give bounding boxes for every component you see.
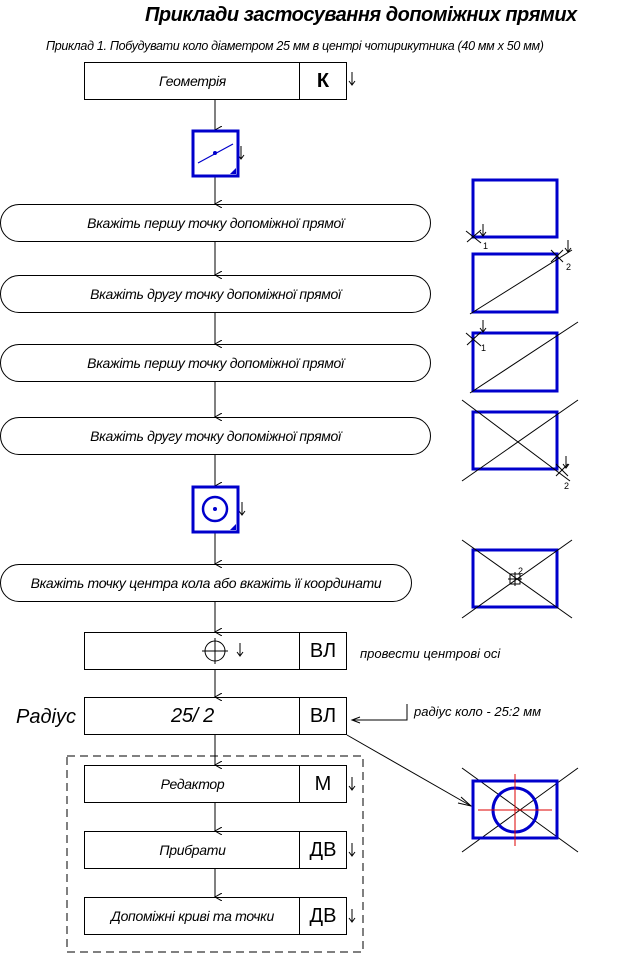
radius-side-label: Радіус: [16, 706, 76, 728]
sketch-step-5: 2: [461, 539, 573, 619]
circle-tool-icon: [191, 485, 240, 534]
prompt-first-point-1: Вкажіть першу точку допоміжної прямої: [0, 204, 431, 242]
svg-text:1: 1: [483, 241, 488, 251]
prompt-circle-center: Вкажіть точку центра кола або вкажіть її…: [0, 564, 412, 602]
radius-note: радіус коло - 25:2 мм: [414, 704, 542, 719]
prompt-first-point-2: Вкажіть першу точку допоміжної прямої: [0, 344, 431, 382]
aux-line-tool-icon: [191, 129, 240, 178]
sketch-step-2: 2: [469, 240, 573, 315]
down-arrow-icon: [236, 72, 356, 923]
aux-curves-key: ДВ: [299, 898, 346, 934]
editor-group-frame: [66, 755, 364, 953]
sketch-final: [461, 767, 579, 853]
radius-value[interactable]: 25/ 2: [171, 704, 214, 727]
aux-curves-label: Допоміжні криві та точки: [111, 908, 274, 924]
remove-step[interactable]: Прибрати ДВ: [84, 831, 347, 869]
center-axes-key: ВЛ: [299, 633, 346, 669]
remove-label: Прибрати: [159, 842, 226, 858]
geometry-step[interactable]: Геометрія К: [84, 62, 347, 100]
remove-key: ДВ: [299, 832, 346, 868]
svg-text:2: 2: [564, 481, 569, 491]
prompt-second-point-1: Вкажіть другу точку допоміжної прямої: [0, 275, 431, 313]
sketch-step-3: 1: [465, 320, 579, 394]
radius-note-leader: [350, 704, 408, 724]
editor-key: М: [299, 766, 346, 802]
svg-text:2: 2: [518, 566, 523, 576]
aux-curves-step[interactable]: Допоміжні криві та точки ДВ: [84, 897, 347, 935]
example-description: Приклад 1. Побудувати коло діаметром 25 …: [46, 39, 544, 53]
editor-label: Редактор: [160, 776, 225, 792]
sketch-step-4: 2: [461, 399, 579, 491]
center-axes-icon: [202, 638, 228, 664]
svg-text:2: 2: [566, 262, 571, 272]
page-title: Приклади застосування допоміжних прямих: [145, 4, 577, 26]
svg-text:1: 1: [481, 343, 486, 353]
geometry-key: К: [299, 63, 346, 99]
center-axes-note: провести центрові осі: [360, 646, 501, 661]
geometry-label: Геометрія: [159, 73, 226, 89]
radius-input-step[interactable]: 25/ 2 ВЛ: [84, 697, 347, 735]
sketch-step-1: 1: [465, 178, 559, 251]
radius-key: ВЛ: [299, 698, 346, 734]
